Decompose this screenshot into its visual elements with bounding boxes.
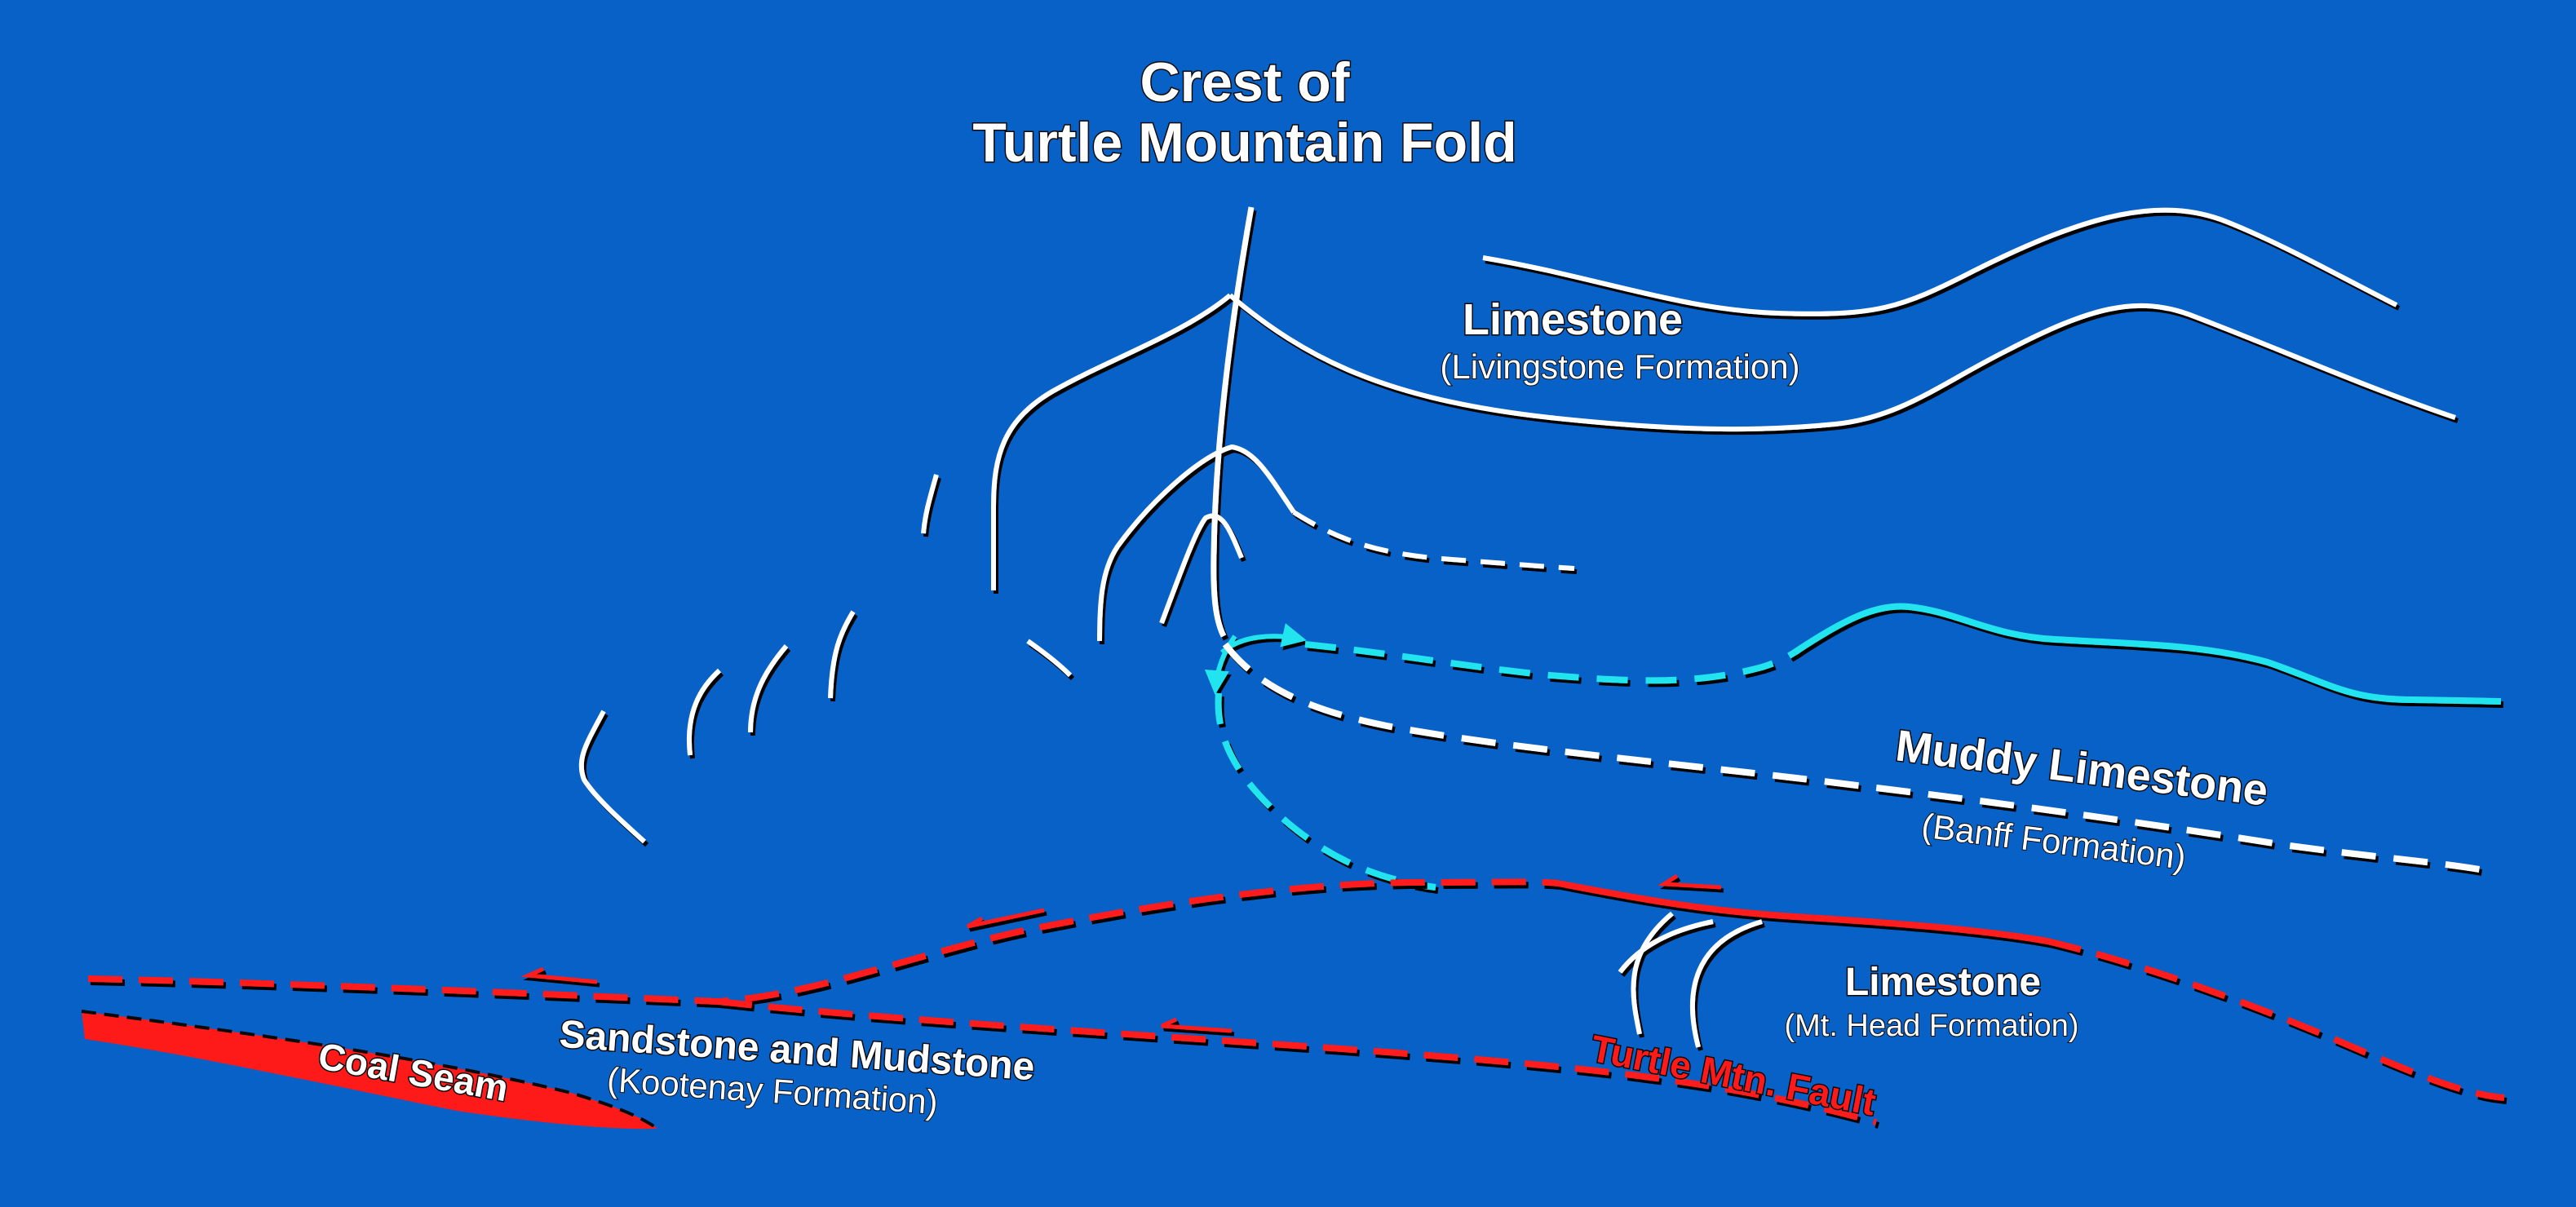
- left-limb-bed-segments: [578, 474, 1073, 844]
- cyan-arrow: [1204, 634, 1237, 695]
- label-limestone-livingstone: Limestone: [1463, 295, 1683, 344]
- banff-dashed-bed: [1222, 642, 2481, 873]
- cyan-contact-solid: [1792, 603, 2502, 705]
- banff-contact: [1222, 642, 2481, 873]
- livingstone-upper-bed: [1482, 207, 2398, 316]
- livingstone-fold-outer: [991, 293, 1232, 590]
- cyan-contact-dashed: [1304, 641, 1797, 684]
- label-mt-head-formation: (Mt. Head Formation): [1784, 1009, 2078, 1043]
- bed-segment: [748, 644, 789, 733]
- coal-seam-upper-edge: [81, 1010, 659, 1130]
- fold-middle-bed: [1097, 444, 1296, 642]
- fold-inner-bed: [1159, 513, 1244, 625]
- middle-bed-dashed: [1292, 510, 1575, 571]
- coal-seam: [81, 1010, 659, 1130]
- title-line-1: Crest of: [1140, 51, 1350, 113]
- lower-thrust-dashed: [717, 998, 1878, 1125]
- fold-axial-trace: [1211, 206, 1255, 638]
- bed-segment: [921, 474, 939, 534]
- mt-head-beds: [1618, 911, 1763, 1048]
- shear-arrow: [520, 966, 598, 984]
- label-muddy-limestone: Muddy Limestone: [1893, 721, 2271, 815]
- label-limestone-mt-head: Limestone: [1845, 961, 2041, 1004]
- banff-top-contact: [1204, 603, 2502, 891]
- mt-head-bed: [1631, 911, 1674, 1035]
- mt-head-bed: [1618, 919, 1714, 974]
- coal-seam-body: [82, 1011, 657, 1130]
- bed-segment: [686, 668, 722, 756]
- mt-head-bed: [1689, 919, 1763, 1048]
- bed-segment: [1026, 639, 1073, 678]
- livingstone-strata: [991, 206, 2456, 642]
- shear-arrow: [966, 908, 1045, 929]
- label-banff-formation: (Banff Formation): [1919, 806, 2188, 876]
- label-livingstone-formation: (Livingstone Formation): [1440, 347, 1799, 386]
- cyan-contact-dashed-limb: [1215, 692, 1436, 891]
- turtle-fault-dashed-east: [2047, 938, 2505, 1101]
- bed-segment: [828, 610, 856, 699]
- shear-arrow: [1160, 1017, 1233, 1033]
- turtle-fault-solid: [1557, 880, 2048, 944]
- upper-thrust-dashed: [87, 878, 1559, 1006]
- title-line-2: Turtle Mountain Fold: [972, 112, 1516, 174]
- shear-arrow: [1658, 873, 1722, 890]
- bed-segment: [578, 710, 647, 844]
- fault-traces: [87, 873, 2505, 1125]
- livingstone-lower-bed: [1228, 293, 2456, 432]
